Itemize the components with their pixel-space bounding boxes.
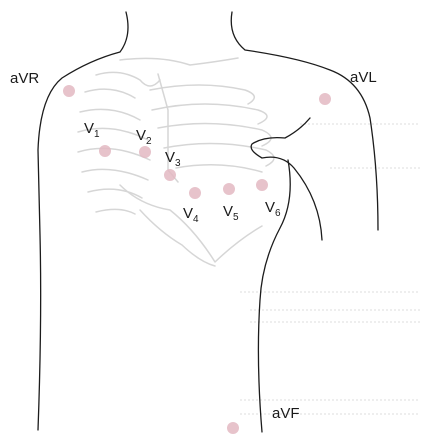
label-V2: V2 bbox=[136, 127, 152, 147]
label-aVL: aVL bbox=[350, 69, 377, 86]
electrode-V6: V6 bbox=[256, 179, 281, 219]
electrode-V2: V2 bbox=[136, 127, 152, 158]
electrode-aVF: aVF bbox=[227, 405, 300, 434]
electrode-dot-aVR bbox=[63, 85, 75, 97]
electrode-dot-V6 bbox=[256, 179, 268, 191]
electrode-dot-aVL bbox=[319, 93, 331, 105]
electrode-aVL: aVL bbox=[319, 69, 377, 105]
electrode-dot-V2 bbox=[139, 146, 151, 158]
electrode-V5: V5 bbox=[223, 183, 239, 223]
electrode-V1: V1 bbox=[84, 120, 111, 157]
body-outline bbox=[38, 12, 378, 432]
electrode-aVR: aVR bbox=[10, 70, 75, 97]
label-V1: V1 bbox=[84, 120, 100, 140]
electrode-dot-aVF bbox=[227, 422, 239, 434]
background-ghost-lines bbox=[240, 124, 420, 414]
label-V6: V6 bbox=[265, 199, 281, 219]
label-V5: V5 bbox=[223, 203, 239, 223]
electrode-dot-V4 bbox=[189, 187, 201, 199]
label-V4: V4 bbox=[183, 205, 199, 225]
label-aVF: aVF bbox=[272, 405, 300, 422]
electrode-V3: V3 bbox=[164, 149, 181, 181]
electrode-V4: V4 bbox=[183, 187, 201, 225]
electrode-dot-V5 bbox=[223, 183, 235, 195]
electrode-dot-V1 bbox=[99, 145, 111, 157]
label-aVR: aVR bbox=[10, 70, 39, 87]
electrode-dot-V3 bbox=[164, 169, 176, 181]
